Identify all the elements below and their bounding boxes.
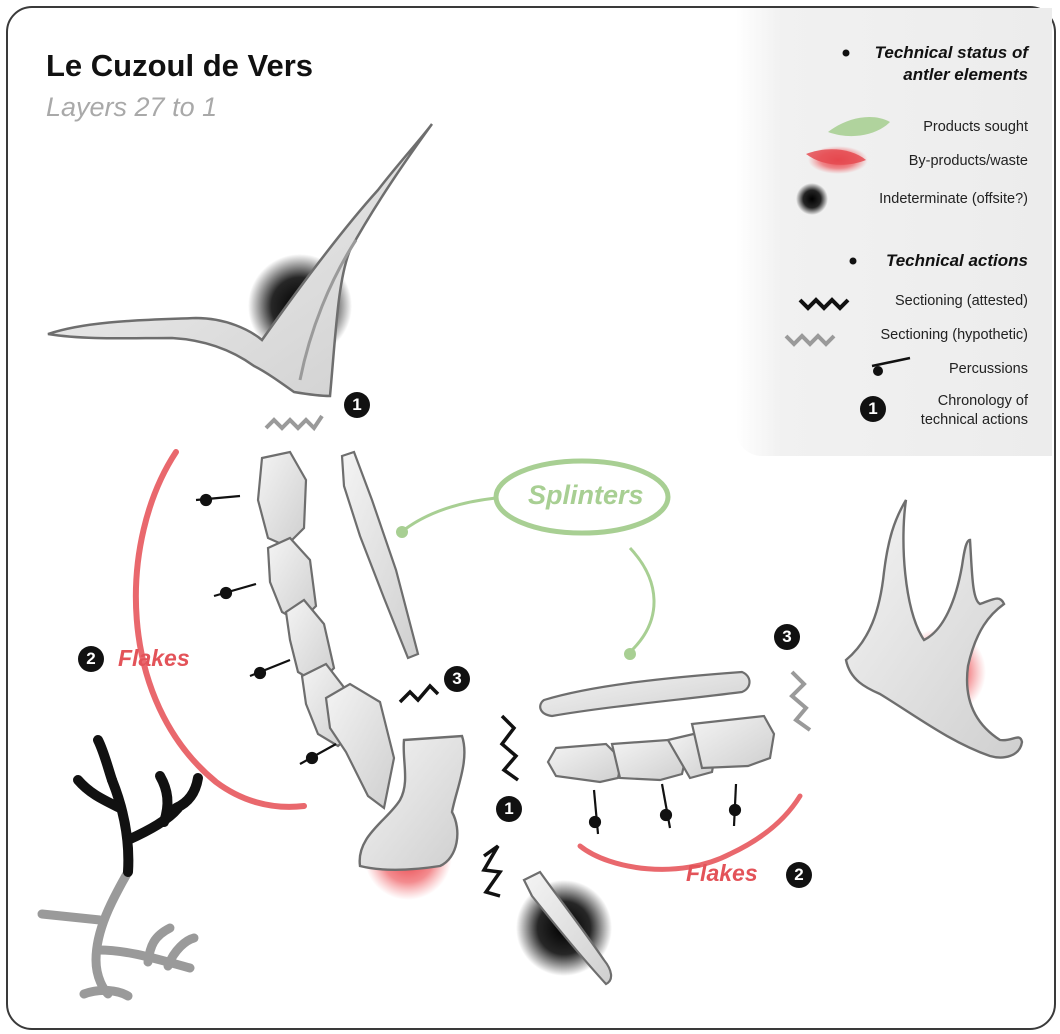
flakes-arc-right [580, 796, 800, 869]
legend-chronology: Chronology of technical actions [921, 392, 1028, 430]
legend-chronology-line1: Chronology of [921, 392, 1028, 411]
legend-chronology-line2: technical actions [921, 411, 1028, 430]
splinters-label: Splinters [528, 480, 644, 511]
legend-indeterminate: Indeterminate (offsite?) [879, 190, 1028, 209]
indeterminate-swatch [796, 183, 828, 215]
step-badge-flakes-left: 2 [78, 646, 104, 672]
step-badge-middle: 1 [496, 796, 522, 822]
legend-chronology-badge: 1 [860, 396, 886, 422]
sectioning-hypothetic-icon [786, 336, 834, 344]
sectioning-hypothetic-right [792, 672, 810, 730]
antler-schematic [42, 740, 198, 996]
splinter-long [342, 452, 418, 658]
sectioning-attested-icon [800, 300, 848, 308]
legend-status-heading-line2: antler elements [875, 64, 1028, 86]
products-sought-swatch [828, 117, 890, 136]
bullet-icon [850, 258, 857, 265]
splinter-right [540, 672, 749, 716]
step-badge-center: 3 [444, 666, 470, 692]
flakes-label-left: Flakes [118, 645, 190, 672]
figure-title: Le Cuzoul de Vers [46, 48, 313, 84]
beam-segments-right [548, 716, 774, 782]
legend-sectioning-hypothetic: Sectioning (hypothetic) [881, 326, 1029, 345]
step-badge-right: 3 [774, 624, 800, 650]
legend-products-sought: Products sought [923, 118, 1028, 137]
percussion-icon [872, 358, 910, 376]
flakes-label-right: Flakes [686, 860, 758, 887]
legend-byproducts: By-products/waste [909, 152, 1028, 171]
legend-status-heading: Technical status of antler elements [875, 42, 1028, 86]
sectioning-middle-upper [502, 716, 518, 780]
legend-percussions: Percussions [949, 360, 1028, 379]
legend-actions-heading: Technical actions [886, 250, 1028, 272]
bullet-icon [843, 50, 850, 57]
step-badge-top: 1 [344, 392, 370, 418]
percussion-marks-right [590, 784, 740, 834]
sectioning-hypothetic-top [266, 416, 322, 428]
sectioning-middle-lower [484, 846, 500, 896]
legend-status-heading-line1: Technical status of [875, 42, 1028, 64]
legend-sectioning-attested: Sectioning (attested) [895, 292, 1028, 311]
step-badge-flakes-right: 2 [786, 862, 812, 888]
figure-subtitle: Layers 27 to 1 [46, 92, 217, 123]
top-beam-fragment [48, 124, 432, 396]
sectioning-center-top [400, 686, 438, 702]
